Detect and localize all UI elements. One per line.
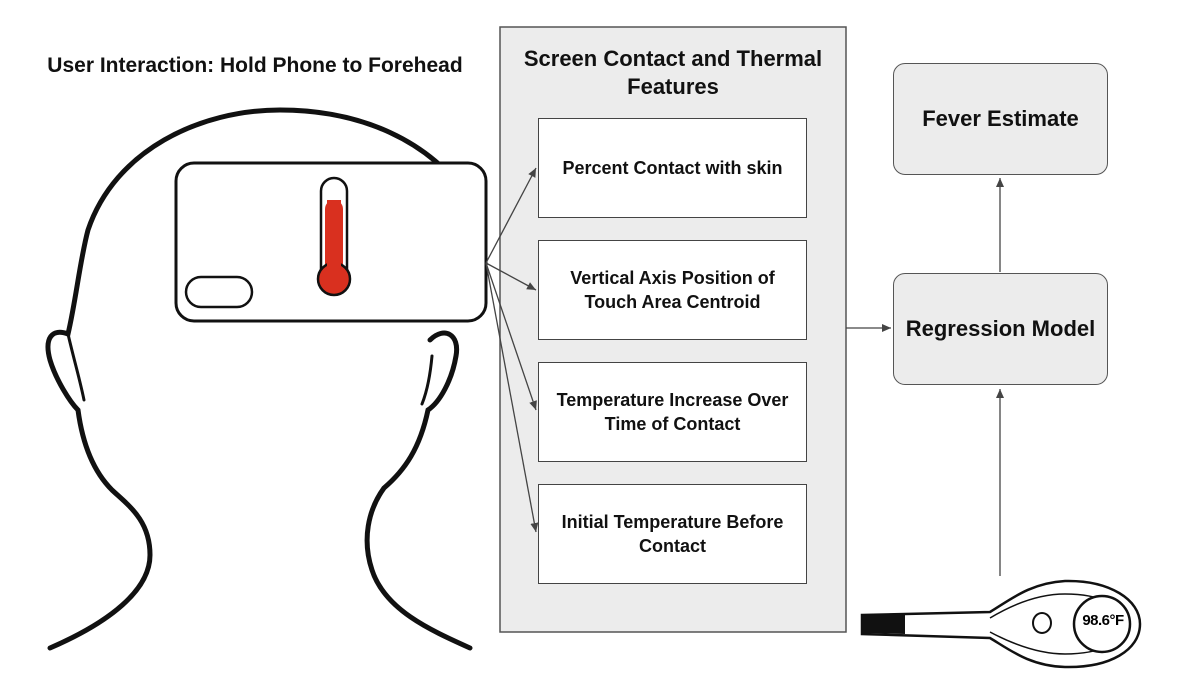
feature-temperature-increase: Temperature Increase Over Time of Contac… xyxy=(538,362,807,462)
user-interaction-title: User Interaction: Hold Phone to Forehead xyxy=(47,54,463,77)
features-panel-title: Screen Contact and Thermal Features xyxy=(523,46,823,99)
digital-thermometer-icon xyxy=(860,579,1142,669)
fever-estimate-box: Fever Estimate xyxy=(893,63,1108,175)
feature-arrows xyxy=(485,167,539,533)
regression-model-box: Regression Model xyxy=(893,273,1108,385)
feature-initial-temperature: Initial Temperature Before Contact xyxy=(538,484,807,584)
thermometer-icon xyxy=(316,176,352,297)
feature-percent-contact: Percent Contact with skin xyxy=(538,118,807,218)
head-outline-icon xyxy=(45,107,473,651)
feature-vertical-axis-position: Vertical Axis Position of Touch Area Cen… xyxy=(538,240,807,340)
thermometer-reading: 98.6°F xyxy=(1082,612,1124,629)
